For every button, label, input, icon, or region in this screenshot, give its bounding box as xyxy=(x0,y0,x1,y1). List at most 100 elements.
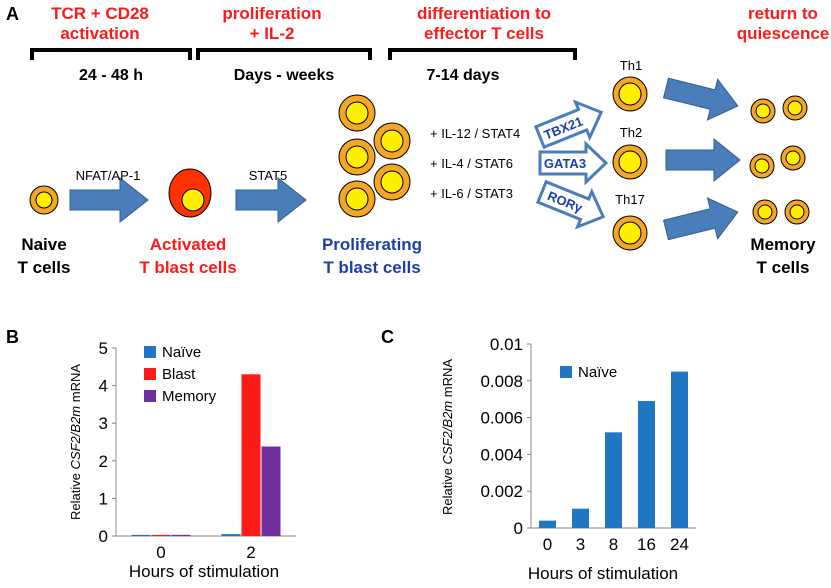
arrow-stat5 xyxy=(235,176,307,224)
tf-arrow-tbx21: TBX21 xyxy=(533,99,604,150)
subset-th17: Th17 xyxy=(615,192,645,207)
stage-proliferating-line2: T blast cells xyxy=(323,258,420,277)
memory-cells xyxy=(749,95,810,225)
y-tick-label: 1 xyxy=(99,489,108,508)
header-quiescence-line1: return to xyxy=(748,4,818,23)
y-tick-label: 0.002 xyxy=(480,482,523,501)
stage-activated-line2: T blast cells xyxy=(139,258,236,277)
legend-swatch xyxy=(560,366,572,378)
x-tick-label: 16 xyxy=(637,535,656,554)
panel-b: B Relative CSF2/B2m mRNA 0 1 2 3 4 5 0 2 NaïveBl… xyxy=(6,327,296,581)
stage-naive-line2: T cells xyxy=(18,258,71,277)
subset-th1: Th1 xyxy=(620,58,642,73)
legend-swatch xyxy=(144,368,156,380)
x-tick-label: 2 xyxy=(246,543,255,562)
th1-cell xyxy=(612,76,648,112)
duration-differentiation: 7-14 days xyxy=(427,67,500,84)
panel-b-ylabel: Relative CSF2/B2m mRNA xyxy=(68,364,83,520)
y-tick-label: 4 xyxy=(99,377,108,396)
naive-cell xyxy=(29,185,59,215)
header-quiescence-line2: quiescence xyxy=(737,24,830,43)
bar-nave-8 xyxy=(605,432,622,528)
legend-label: Memory xyxy=(162,388,217,405)
arrow-label-stat5: STAT5 xyxy=(249,168,288,183)
panel-b-ylabel-pre: Relative xyxy=(68,469,83,520)
panel-a: A TCR + CD28 activation proliferation + … xyxy=(6,4,829,277)
y-tick-label: 5 xyxy=(99,339,108,358)
duration-proliferation: Days - weeks xyxy=(234,67,335,84)
x-tick-label: 0 xyxy=(543,535,552,554)
activated-blast-cell xyxy=(168,168,212,218)
panel-c-letter: C xyxy=(381,327,394,347)
stage-activated-line1: Activated xyxy=(150,235,227,254)
legend-label: Naïve xyxy=(162,344,201,361)
header-differentiation-line2: effector T cells xyxy=(424,24,544,43)
bar-blast-0 xyxy=(151,534,171,536)
header-activation-line2: activation xyxy=(60,24,139,43)
panel-c-ylabel-gene: CSF2/B2m xyxy=(440,401,455,465)
header-proliferation-line1: proliferation xyxy=(222,4,321,23)
panel-c-ylabel-post: mRNA xyxy=(440,359,455,401)
arrow-th2-memory xyxy=(665,137,741,183)
bar-memory-2 xyxy=(261,446,281,536)
panel-b-letter: B xyxy=(6,327,19,347)
arrow-th1-memory xyxy=(662,77,739,121)
header-proliferation-line2: + IL-2 xyxy=(250,24,295,43)
condition-il12: + IL-12 / STAT4 xyxy=(430,126,520,141)
legend-swatch xyxy=(144,346,156,358)
x-tick-label: 24 xyxy=(670,535,689,554)
bar-nave-0 xyxy=(539,520,556,528)
bar-memory-0 xyxy=(171,534,191,536)
legend-label: Naïve xyxy=(578,364,617,381)
x-tick-label: 8 xyxy=(609,535,618,554)
stage-proliferating-line1: Proliferating xyxy=(322,235,422,254)
y-tick-label: 2 xyxy=(99,452,108,471)
x-tick-label: 3 xyxy=(576,535,585,554)
bar-nave-24 xyxy=(671,371,688,528)
arrow-th17-memory xyxy=(662,197,739,241)
y-tick-label: 0 xyxy=(99,527,108,546)
condition-il6: + IL-6 / STAT3 xyxy=(430,186,513,201)
bar-nave-16 xyxy=(638,401,655,528)
panel-c-xlabel: Hours of stimulation xyxy=(528,564,678,583)
th2-cell xyxy=(612,144,648,180)
tf-arrow-gata3: GATA3 xyxy=(538,140,609,186)
duration-activation: 24 - 48 h xyxy=(79,67,143,84)
subset-th2: Th2 xyxy=(620,125,642,140)
bar-nave-2 xyxy=(221,534,241,536)
tf-arrow-rorg: RORγ xyxy=(535,179,606,230)
proliferating-cells xyxy=(338,94,411,218)
header-activation-line1: TCR + CD28 xyxy=(51,4,149,23)
panel-c: C Relative CSF2/B2m mRNA 0 0.002 0.004 0.00… xyxy=(381,327,696,583)
tf-label-gata3: GATA3 xyxy=(544,156,586,171)
y-tick-label: 0.008 xyxy=(480,372,523,391)
stage-memory-line1: Memory xyxy=(750,235,816,254)
x-tick-label: 0 xyxy=(156,543,165,562)
panel-b-ylabel-gene: CSF2/B2m xyxy=(68,406,83,470)
y-tick-label: 0.004 xyxy=(480,445,523,464)
panel-c-ylabel-pre: Relative xyxy=(440,464,455,515)
panel-b-ylabel-post: mRNA xyxy=(68,364,83,406)
stage-naive-line1: Naive xyxy=(21,235,66,254)
y-tick-label: 0.006 xyxy=(480,409,523,428)
legend-label: Blast xyxy=(162,366,196,383)
bar-nave-0 xyxy=(131,534,151,536)
panel-a-letter: A xyxy=(6,4,19,24)
bar-nave-3 xyxy=(572,508,589,528)
y-tick-label: 0 xyxy=(514,519,523,538)
bracket-differentiation xyxy=(388,48,577,60)
y-tick-label: 3 xyxy=(99,414,108,433)
legend-swatch xyxy=(144,390,156,402)
chart-c: 0 0.002 0.004 0.006 0.008 0.01 0 3 8 16 24 Naïve xyxy=(480,335,696,554)
panel-b-xlabel: Hours of stimulation xyxy=(129,562,279,581)
bar-blast-2 xyxy=(241,374,261,536)
th17-cell xyxy=(612,215,648,251)
arrow-label-nfat: NFAT/AP-1 xyxy=(76,168,141,183)
bracket-activation xyxy=(30,48,192,60)
panel-c-ylabel: Relative CSF2/B2m mRNA xyxy=(440,359,455,515)
arrow-nfat xyxy=(69,176,149,224)
stage-memory-line2: T cells xyxy=(757,258,810,277)
y-tick-label: 0.01 xyxy=(490,335,523,354)
